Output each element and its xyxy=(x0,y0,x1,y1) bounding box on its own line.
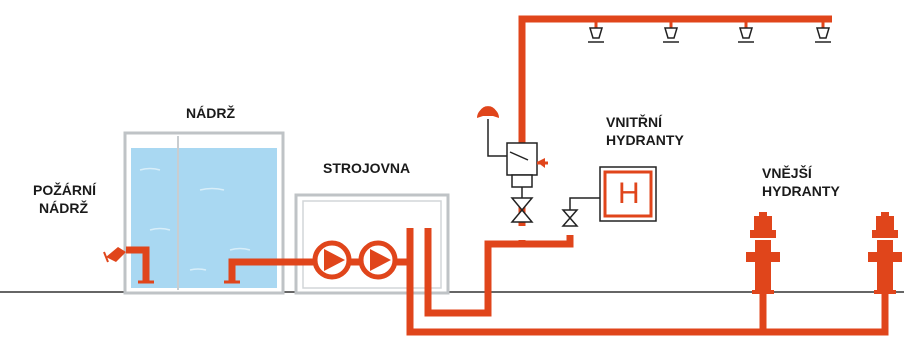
internal-hydrant-box xyxy=(599,166,657,222)
hydrant-icon xyxy=(868,212,902,294)
water-tank xyxy=(123,131,285,295)
tank-label: NÁDRŽ xyxy=(186,105,235,121)
sprinkler-icon xyxy=(663,19,679,43)
external-hydrants-label-line2: HYDRANTY xyxy=(762,183,840,199)
hydrant-icon xyxy=(746,212,780,294)
machine-room-label: STROJOVNA xyxy=(323,160,411,176)
sprinkler-icon xyxy=(738,19,754,43)
pump-icon xyxy=(358,240,398,280)
external-hydrants-label-line1: VNĚJŠÍ xyxy=(762,165,812,181)
hydrant-box-letter: H xyxy=(618,177,640,210)
internal-hydrants-label-line1: VNITŘNÍ xyxy=(606,114,662,130)
internal-hydrants-label-line2: HYDRANTY xyxy=(606,132,684,148)
alarm-valve-icon xyxy=(506,142,548,188)
alarm-bell-icon xyxy=(477,106,507,157)
suction-inlet-icon xyxy=(103,246,154,284)
valve-icon xyxy=(561,209,579,227)
fire-tank-label-line2: NÁDRŽ xyxy=(39,200,88,216)
fire-tank-label-line1: POŽÁRNÍ xyxy=(33,182,96,198)
sprinkler-icon xyxy=(588,19,604,43)
valve-icon xyxy=(510,187,534,223)
sprinkler-icon xyxy=(815,19,831,43)
